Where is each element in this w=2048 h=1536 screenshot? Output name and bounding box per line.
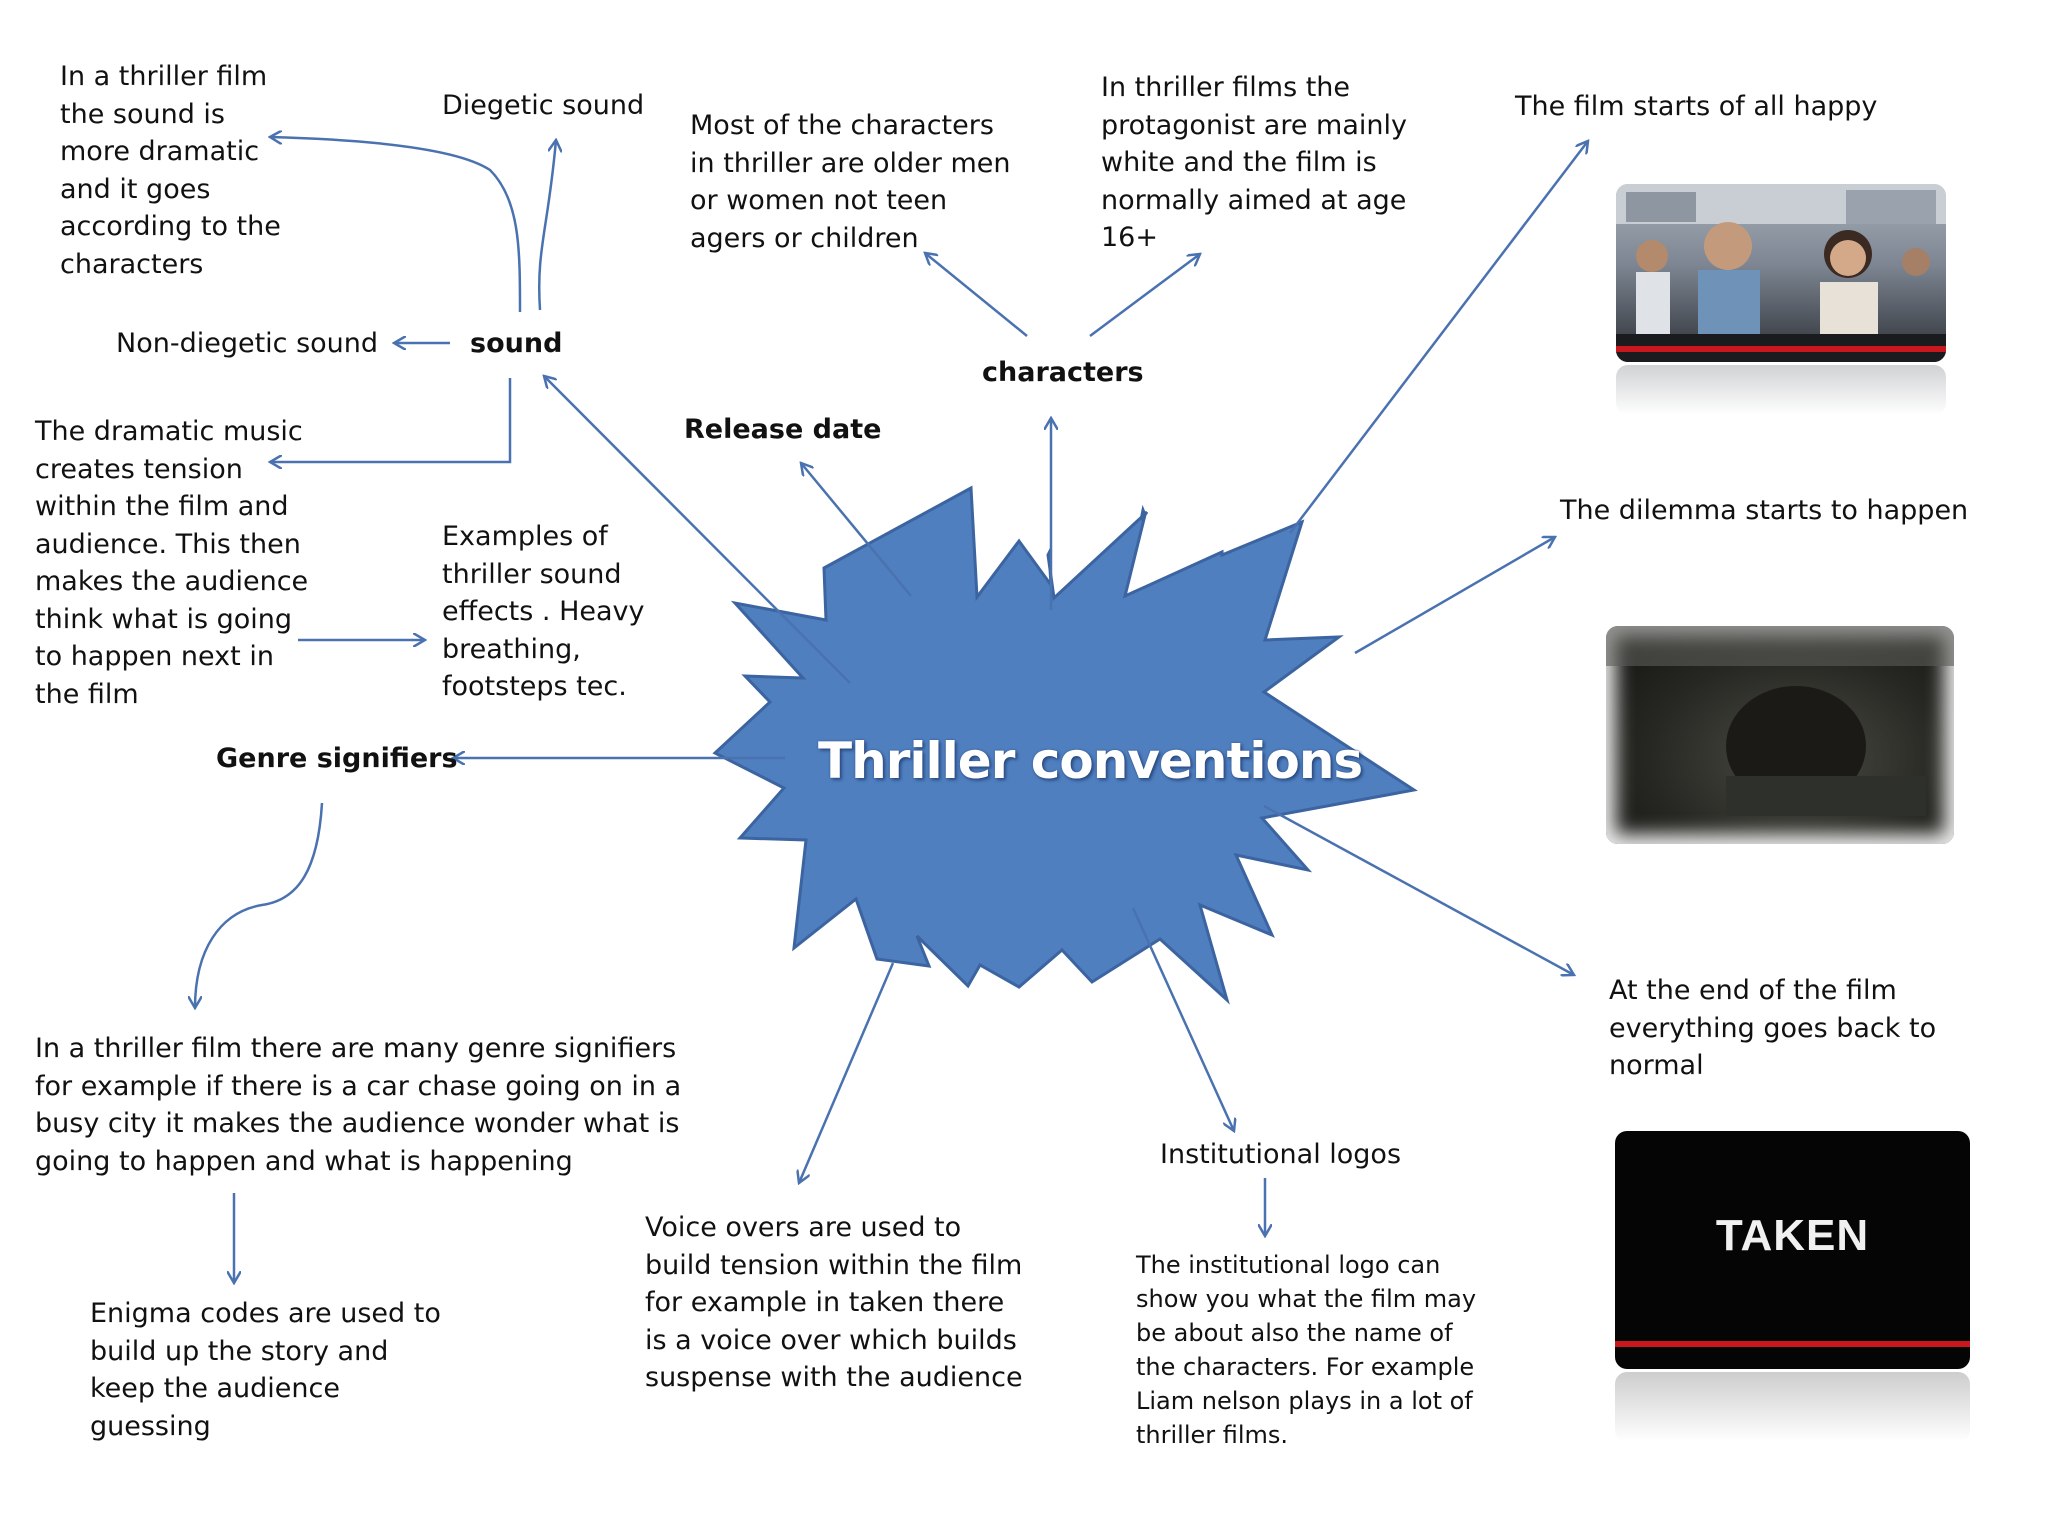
release-date-heading: Release date xyxy=(684,414,882,445)
institutional-logos-note: The institutional logo can show you what… xyxy=(1136,1251,1477,1449)
still-reflection xyxy=(1615,1372,1970,1442)
sound-dramatic-note: In a thriller film the sound is more dra… xyxy=(60,61,281,280)
taken-title-card: TAKEN xyxy=(1715,1211,1870,1260)
player-progress-bar[interactable] xyxy=(1616,346,1946,352)
sound-examples-note: Examples of thriller sound effects . Hea… xyxy=(442,521,645,702)
enigma-codes-note: Enigma codes are used to build up the st… xyxy=(90,1298,441,1442)
center-title: Thriller conventions xyxy=(818,732,1363,790)
arrow-sound-to-diegetic xyxy=(537,140,556,311)
characters-age-note: Most of the characters in thriller are o… xyxy=(690,110,1011,254)
narrative-start-label: The film starts of all happy xyxy=(1515,91,1878,122)
player-progress-bar[interactable] xyxy=(1615,1341,1970,1347)
arrow-to-voice-over xyxy=(799,962,895,1183)
arrow-to-dilemma xyxy=(1354,537,1555,655)
arrow-char-left xyxy=(925,253,1028,337)
characters-protagonist-note: In thriller films the protagonist are ma… xyxy=(1101,72,1407,253)
diegetic-sound-label: Diegetic sound xyxy=(442,90,645,121)
arrow-to-release-date xyxy=(801,463,912,597)
narrative-dilemma-label: The dilemma starts to happen xyxy=(1560,495,1969,526)
arrow-to-start xyxy=(1289,141,1588,534)
happy-scene-figures xyxy=(1616,184,1946,362)
arrow-to-sound xyxy=(544,376,851,684)
connector-arrows xyxy=(195,137,1588,1283)
voice-over-note: Voice overs are used to build tension wi… xyxy=(645,1212,1023,1393)
film-still-dilemma xyxy=(1606,626,1954,844)
arrow-sound-to-music xyxy=(270,378,512,462)
institutional-logos-heading: Institutional logos xyxy=(1160,1139,1402,1170)
arrow-genre-to-note xyxy=(195,802,324,1008)
film-still-taken: TAKEN xyxy=(1615,1131,1970,1369)
non-diegetic-sound-label: Non-diegetic sound xyxy=(116,328,379,359)
genre-signifiers-note: In a thriller film there are many genre … xyxy=(35,1033,682,1177)
film-still-happy xyxy=(1616,184,1946,362)
characters-heading: characters xyxy=(982,357,1144,388)
arrow-to-logos xyxy=(1131,907,1234,1131)
dilemma-scene xyxy=(1606,626,1954,816)
arrow-char-right xyxy=(1089,254,1200,338)
sound-heading: sound xyxy=(470,328,563,359)
still-reflection xyxy=(1616,365,1946,415)
arrow-to-end xyxy=(1263,804,1574,975)
genre-signifiers-heading: Genre signifiers xyxy=(216,743,458,774)
arrow-sound-to-dramatic xyxy=(270,137,522,313)
starburst xyxy=(712,485,1418,1005)
dramatic-music-note: The dramatic music creates tension withi… xyxy=(35,416,309,710)
narrative-end-label: At the end of the film everything goes b… xyxy=(1609,975,1937,1081)
